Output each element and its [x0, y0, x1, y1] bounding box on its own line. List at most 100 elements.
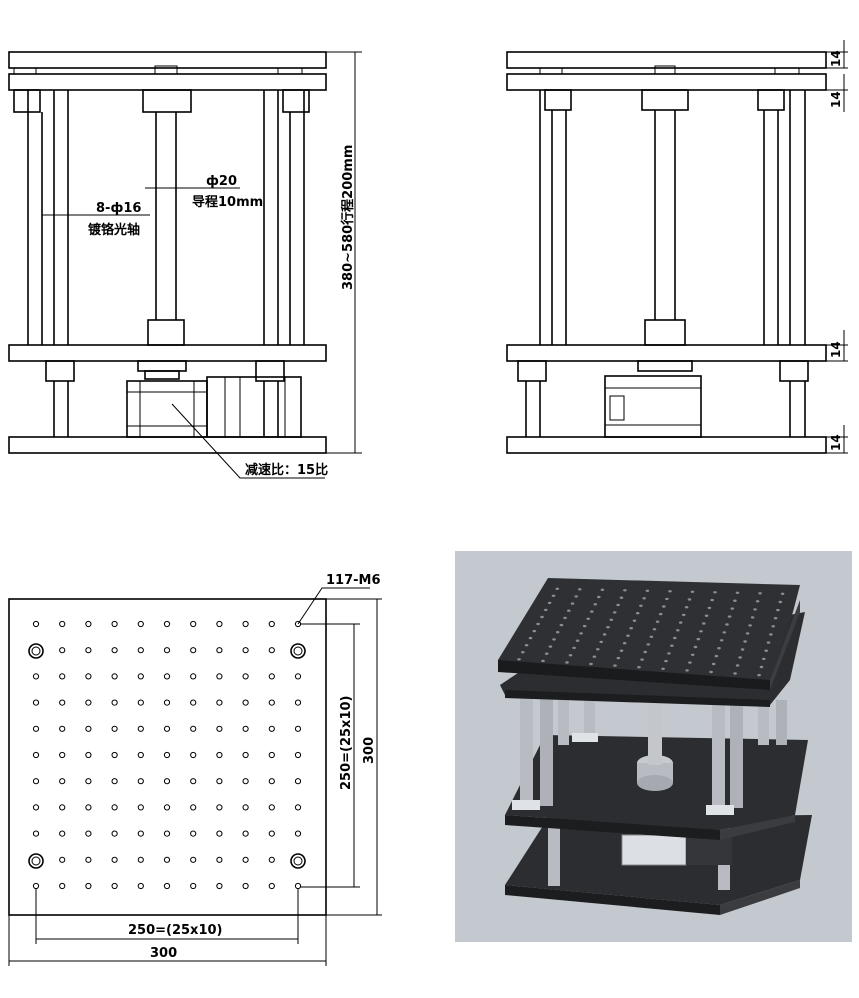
mounting-hole — [242, 804, 249, 811]
render-hole — [670, 644, 674, 647]
mounting-hole — [216, 620, 223, 628]
mounting-hole — [268, 647, 275, 654]
render-hole — [532, 629, 537, 633]
bearing-ring — [28, 853, 44, 869]
render-hole — [743, 640, 747, 643]
render-shaft — [730, 698, 743, 808]
mounting-hole — [268, 882, 275, 890]
bushing-right — [282, 89, 310, 113]
render-hole — [552, 638, 556, 641]
mounting-hole — [59, 804, 66, 811]
render-view — [455, 551, 852, 942]
mounting-hole — [85, 778, 92, 785]
mounting-hole — [268, 856, 275, 863]
render-hole — [755, 600, 760, 603]
mounting-hole — [111, 699, 118, 706]
render-hole — [579, 632, 583, 635]
render-hole — [762, 657, 766, 661]
mounting-hole — [216, 725, 223, 732]
pitch-h-label: 250=(25x10) — [128, 923, 222, 938]
render-hole — [665, 597, 669, 601]
mounting-hole — [137, 778, 144, 785]
mounting-hole — [163, 856, 171, 863]
render-hole — [711, 662, 716, 666]
render-hole — [548, 645, 553, 648]
render-motor — [686, 835, 732, 865]
mounting-hole — [85, 804, 92, 811]
mounting-hole — [163, 699, 171, 706]
render-reducer — [621, 834, 687, 866]
bearing-ring — [28, 643, 44, 659]
mounting-hole — [85, 830, 92, 837]
shaft-label: 8-ф16 — [96, 201, 141, 216]
render-hole — [740, 648, 745, 651]
render-hole — [714, 654, 719, 658]
mounting-hole — [268, 699, 275, 706]
render-hole — [681, 613, 686, 617]
mounting-hole — [111, 673, 118, 680]
mounting-hole — [137, 647, 144, 654]
render-hole — [613, 664, 617, 667]
render-hole — [738, 656, 742, 659]
render-hole — [635, 612, 640, 615]
mounting-hole — [85, 673, 92, 680]
render-hole — [687, 598, 692, 601]
mounting-hole — [59, 751, 66, 759]
mounting-hole — [190, 778, 197, 785]
reducer-leader — [171, 403, 325, 479]
mounting-hole — [268, 620, 275, 628]
render-hole — [600, 588, 605, 591]
render-hole — [517, 658, 521, 661]
mounting-hole — [294, 673, 302, 680]
mounting-hole — [163, 647, 171, 654]
mounting-hole — [111, 882, 118, 890]
mounting-hole — [59, 882, 66, 890]
side-reducer — [604, 375, 702, 438]
render-hole — [645, 589, 650, 592]
render-hole — [690, 653, 695, 656]
render-shaft — [584, 700, 595, 740]
render-hole — [547, 601, 552, 605]
render-shaft — [712, 698, 725, 808]
render-hole — [575, 639, 580, 642]
mounting-hole — [190, 830, 197, 837]
render-hole — [717, 647, 721, 650]
render-hole — [596, 648, 600, 651]
mounting-hole — [111, 856, 118, 863]
hole-grid — [32, 620, 302, 890]
thickness-label: 14 — [829, 50, 843, 67]
render-hole — [661, 667, 665, 670]
mounting-hole — [268, 830, 275, 837]
mounting-hole — [242, 620, 249, 628]
render-hole — [702, 622, 706, 625]
screw-label-2: 导程10mm — [192, 195, 263, 210]
mounting-hole — [190, 882, 197, 890]
render-hole — [593, 603, 598, 606]
mounting-hole — [216, 804, 223, 811]
mounting-hole — [190, 725, 197, 732]
render-hole — [619, 649, 624, 652]
mounting-hole — [85, 856, 92, 863]
mounting-hole — [59, 778, 66, 785]
render-hole — [658, 612, 663, 616]
render-hole — [640, 658, 644, 661]
render-hole — [748, 624, 752, 627]
mounting-hole — [111, 647, 118, 654]
mounting-hole — [163, 804, 171, 811]
mounting-hole — [294, 699, 302, 706]
height-label: 380~580行程200mm — [340, 145, 356, 290]
render-hole — [778, 600, 783, 604]
mounting-hole — [190, 620, 197, 628]
mounting-hole — [242, 647, 249, 654]
render-hole — [678, 621, 683, 624]
mounting-hole — [216, 830, 223, 837]
render-hole — [773, 617, 778, 620]
render-hole — [559, 623, 564, 627]
mounting-hole — [268, 804, 275, 811]
mounting-hole — [242, 725, 249, 732]
render-hole — [766, 641, 771, 644]
render-hole — [616, 603, 620, 607]
mounting-hole — [137, 725, 144, 732]
render-hole — [602, 633, 607, 636]
